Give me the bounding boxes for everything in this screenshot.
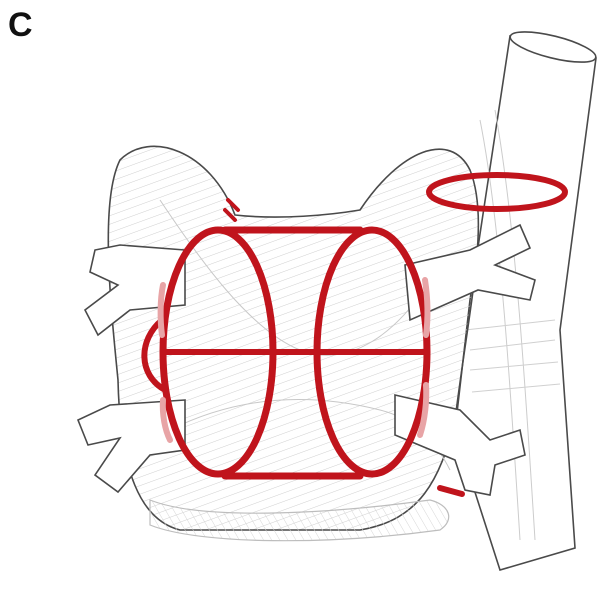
mitral-isthmus-line [223,198,240,222]
lesion-faint-segments [157,277,431,443]
pulmonary-vein-left-inferior [76,399,186,494]
pulmonary-vein-right-inferior [394,393,526,496]
atrial-body [107,145,480,531]
coronary-sinus [149,499,450,542]
coronary-sinus-mark [437,485,465,497]
panel-label: C [8,6,33,44]
pulmonary-vein-right-superior [404,223,536,322]
svc-ring [426,172,568,212]
appendage-line [141,317,168,393]
lesion-lines [141,172,568,497]
